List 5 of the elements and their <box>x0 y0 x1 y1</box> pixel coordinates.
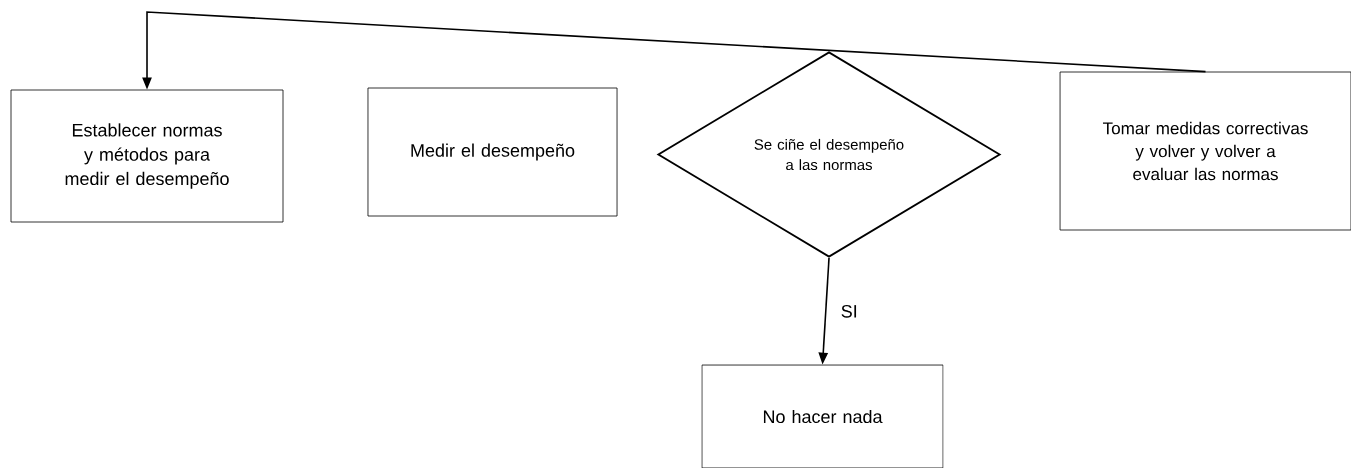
edge-label: SI <box>839 303 860 319</box>
process-box: Tomar medidas correctivas y volver y volver a evaluar las normas <box>1059 71 1351 231</box>
process-box: No hacer nada <box>701 364 944 468</box>
process-box: Medir el desempeño <box>367 87 618 217</box>
process-box: Establecer normas y métodos para medir el desempeño <box>10 89 284 223</box>
